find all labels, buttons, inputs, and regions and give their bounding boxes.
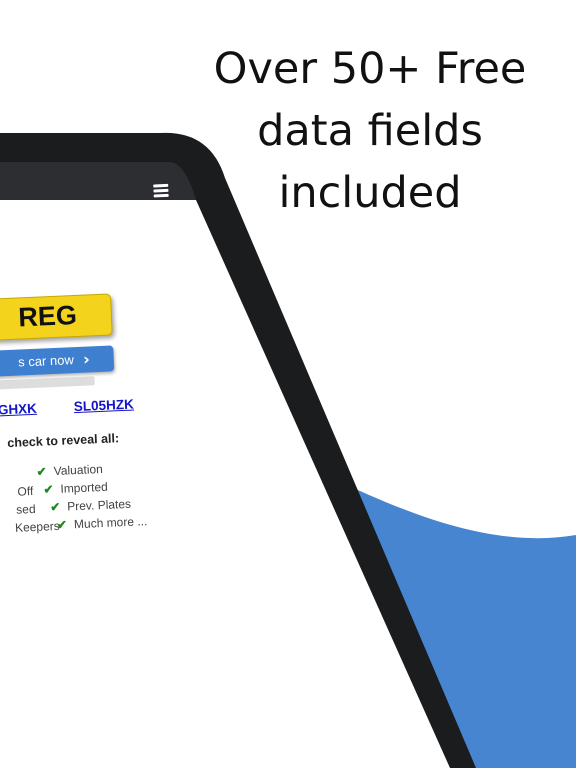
promo-headline: Over 50+ Free data fields included: [200, 38, 540, 224]
example-reg-link-1[interactable]: GHXK: [0, 400, 38, 418]
tablet-screen: [0, 200, 450, 768]
app-toolbar: [0, 162, 196, 200]
feature-label: Off: [17, 484, 34, 499]
feature-item: sed: [16, 502, 36, 517]
feature-label: Prev. Plates: [66, 496, 132, 514]
feature-label: sed: [15, 501, 36, 517]
blue-wave-shape: [332, 478, 576, 768]
headline-line-3: included: [278, 168, 462, 218]
feature-item: Off: [17, 484, 33, 499]
headline-line-2: data fields: [257, 106, 483, 156]
check-icon: ✔: [56, 517, 68, 533]
check-icon: ✔: [43, 482, 54, 497]
feature-item: ✔ Imported: [43, 480, 108, 497]
registration-plate-input[interactable]: REG: [0, 293, 113, 344]
plate-text: REG: [17, 299, 78, 333]
check-car-button-label: s car now: [17, 352, 75, 370]
feature-label: Keepers: [14, 518, 61, 535]
feature-item: ✔ Valuation: [36, 462, 103, 479]
feature-item: Keepers: [15, 519, 60, 535]
check-icon: ✔: [49, 499, 61, 515]
chevron-right-icon: ›: [82, 349, 91, 369]
example-reg-link-2[interactable]: SL05HZK: [73, 396, 135, 415]
check-icon: ✔: [36, 464, 47, 479]
feature-label: Valuation: [53, 461, 104, 479]
feature-label: Imported: [60, 479, 109, 496]
hamburger-icon[interactable]: [153, 183, 169, 200]
headline-line-1: Over 50+ Free: [213, 44, 527, 94]
